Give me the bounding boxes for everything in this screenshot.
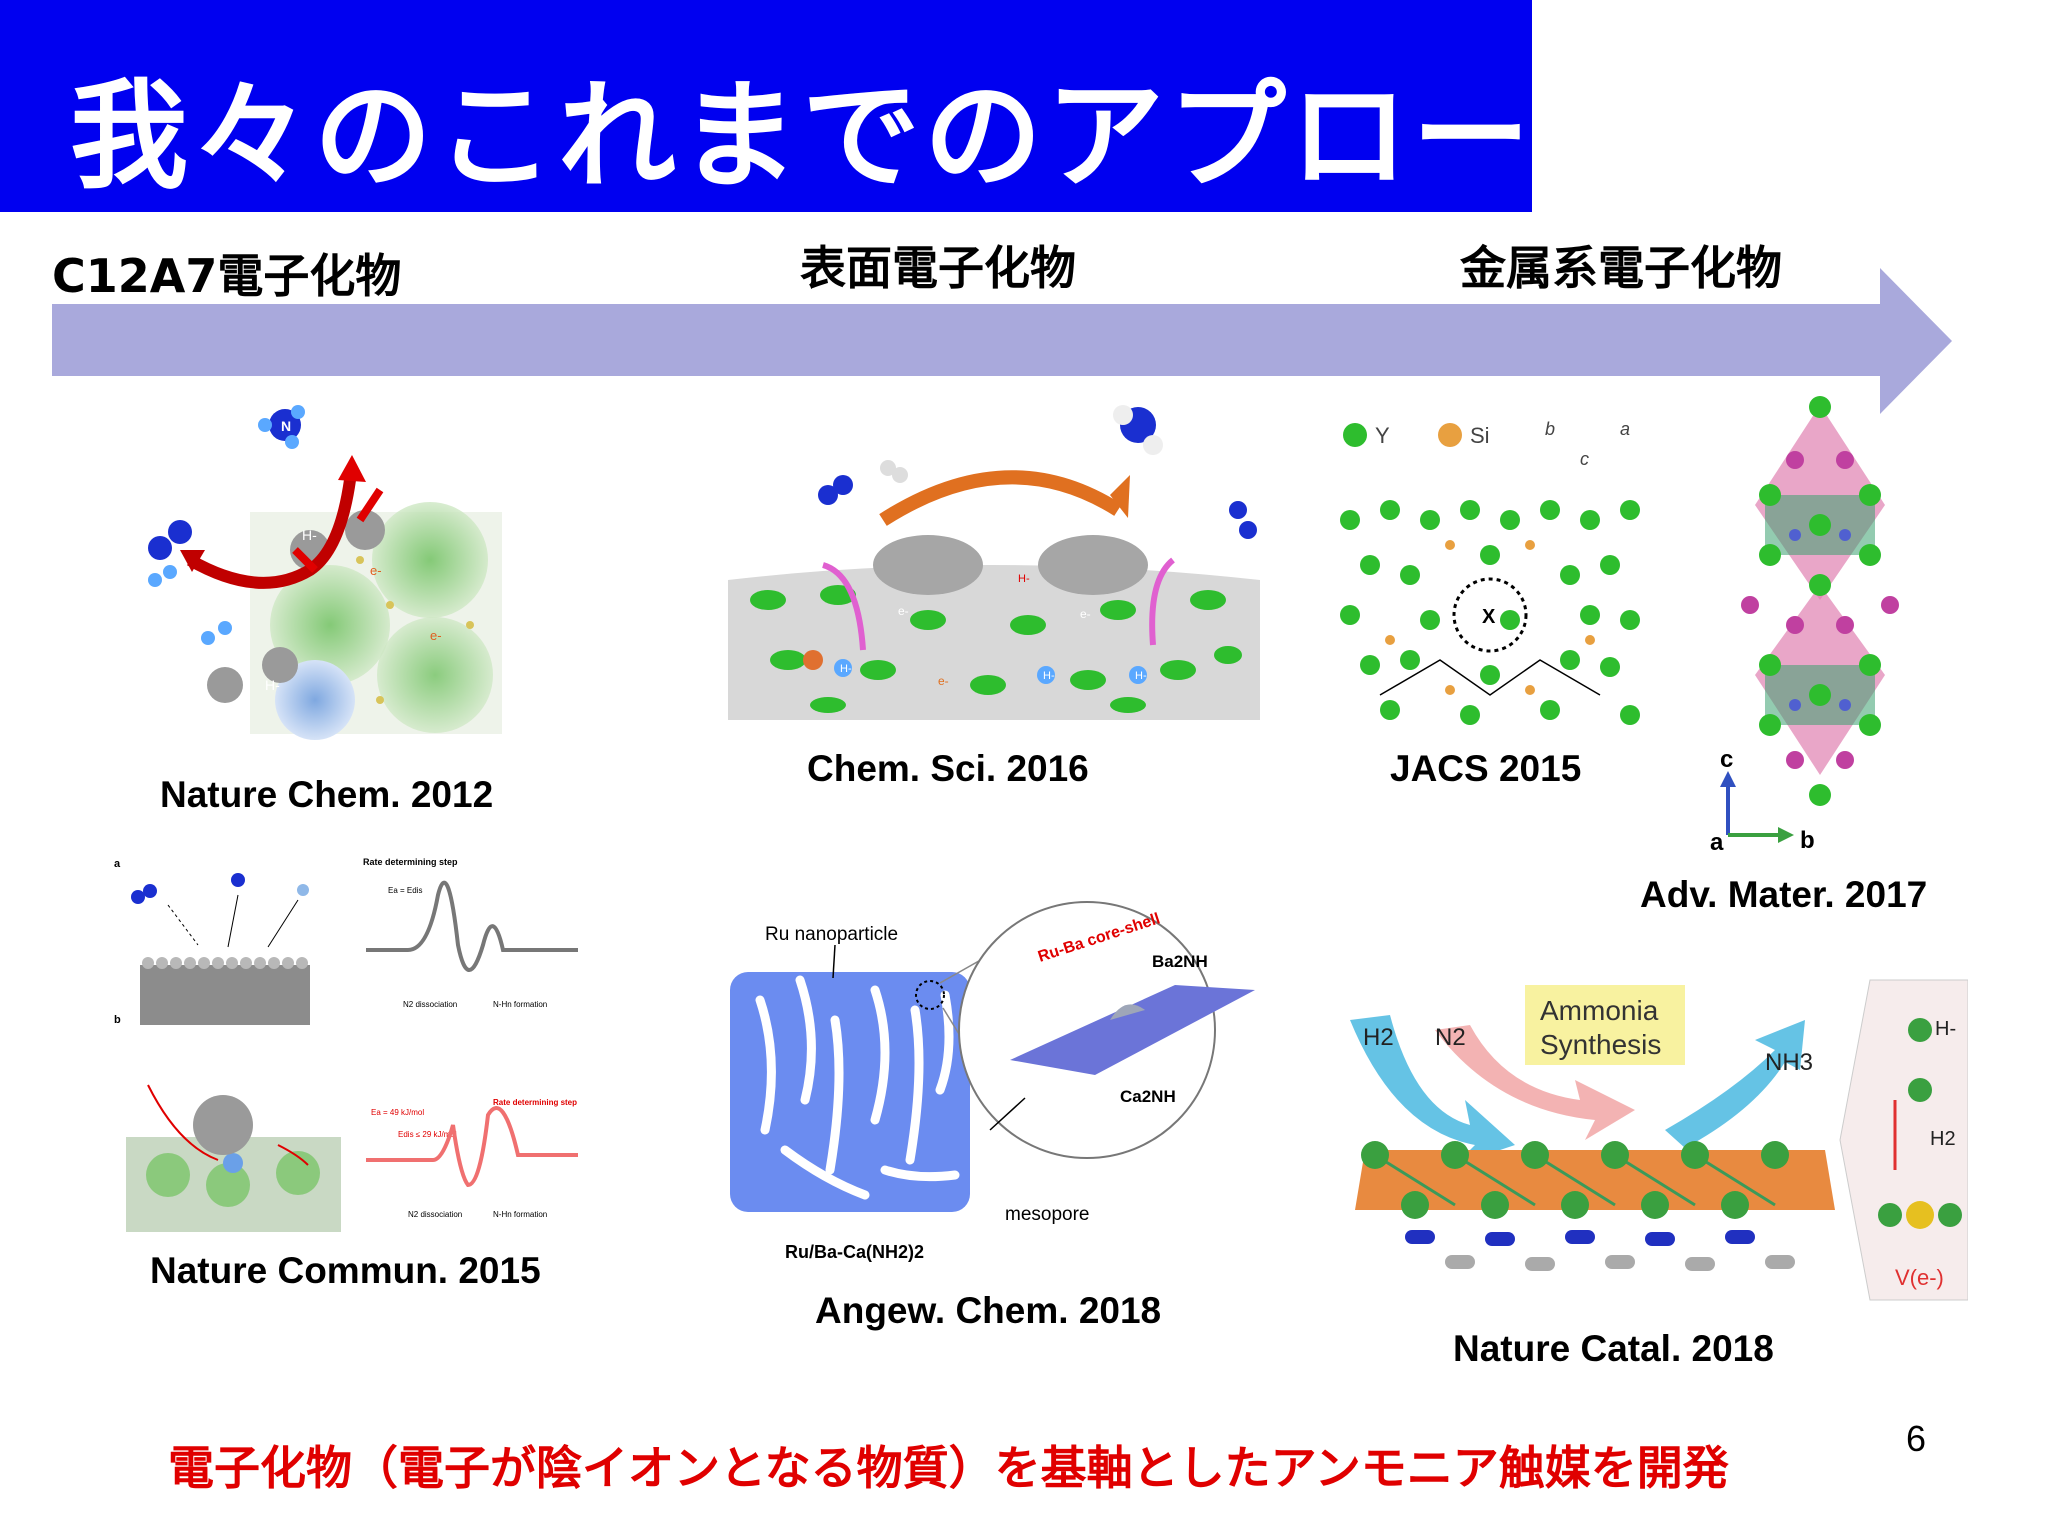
label-h-minus-2: H- [265,677,280,693]
natcatal-h2: H2 [1363,1024,1394,1051]
chemsci-h1: H- [840,663,852,675]
panel-b-label: b [114,1014,121,1026]
label-electron-1: e- [370,563,382,578]
natcatal-ve: V(e-) [1895,1265,1944,1290]
advmater-axis-a: a [1710,829,1724,855]
stage-label-c12a7: C12A7電子化物 [52,249,402,303]
stage-label-metal: 金属系電子化物 [1460,241,1782,295]
nh-form-top: N-Hn formation [493,1000,547,1009]
title-bar [0,0,1532,212]
panel-a-label: a [114,858,121,870]
natcatal-box-line2: Synthesis [1540,1029,1661,1060]
citation-chem-sci-2016: Chem. Sci. 2016 [807,748,1089,789]
chemsci-e1: e- [898,604,909,618]
jacs-axis-c: c [1580,449,1589,469]
natcatal-n2: N2 [1435,1024,1466,1051]
figure-jacs-2015: Y Si b a c X [1340,419,1640,725]
citation-angew-chem-2018: Angew. Chem. 2018 [815,1290,1162,1331]
citation-jacs-2015: JACS 2015 [1390,748,1582,789]
figure-nature-commun-2015: a Rate determining step Ea = Edis N2 dis… [114,857,578,1232]
edis-bottom: Edis ≤ 29 kJ/mol [398,1130,457,1139]
figure-nature-catal-2018: Ammonia Synthesis H2 N2 NH3 H- H2 V(e-) [1350,979,1968,1301]
citation-adv-mater-2017: Adv. Mater. 2017 [1640,874,1928,915]
figure-adv-mater-2017: c a b [1710,396,1899,855]
chemsci-h4: H- [1018,573,1030,585]
natcatal-box-line1: Ammonia [1540,995,1659,1026]
label-h-minus-1: H- [302,527,317,543]
jacs-legend-si: Si [1470,423,1490,448]
figure-chem-sci-2016: e- e- e- H- H- H- H- [728,405,1260,720]
jacs-legend-y: Y [1375,423,1390,448]
n2-diss-bottom: N2 dissociation [408,1210,462,1219]
n2-diss-top: N2 dissociation [403,1000,457,1009]
nh-form-bottom: N-Hn formation [493,1210,547,1219]
angew-mesopore: mesopore [1005,1204,1090,1225]
citation-nature-catal-2018: Nature Catal. 2018 [1453,1328,1774,1369]
rds-bottom: Rate determining step [493,1098,577,1107]
chemsci-h2: H- [1043,670,1055,682]
natcatal-h-minus: H- [1935,1018,1956,1040]
figure-nature-chem-2012: N H- H- e- e- [148,405,502,740]
citation-nature-commun-2015: Nature Commun. 2015 [150,1250,541,1291]
citation-nature-chem-2012: Nature Chem. 2012 [160,774,494,815]
angew-material: Ru/Ba-Ca(NH2)2 [785,1242,924,1262]
jacs-axis-b: b [1545,419,1555,439]
figure-angew-chem-2018: Ru nanoparticle Ru-Ba core-shell Ba2NH C… [730,901,1255,1262]
rds-top: Rate determining step [363,857,458,867]
jacs-axis-a: a [1620,419,1630,439]
label-n: N [281,418,291,434]
ea-top: Ea = Edis [388,886,422,895]
angew-ru-nanoparticle: Ru nanoparticle [765,924,898,945]
natcatal-nh3: NH3 [1765,1049,1813,1076]
natcatal-h2-right: H2 [1930,1128,1956,1150]
timeline-arrow [52,268,1952,414]
angew-ba2nh: Ba2NH [1152,952,1208,971]
advmater-axis-c: c [1720,746,1733,773]
jacs-site-x: X [1482,606,1496,628]
advmater-axis-b: b [1800,827,1815,854]
label-electron-2: e- [430,628,442,643]
chemsci-e2: e- [938,674,949,688]
footer-summary: 電子化物（電子が陰イオンとなる物質）を基軸としたアンモニア触媒を開発 [168,1441,1729,1495]
page-number: 6 [1906,1418,1927,1459]
slide-title: 我々のこれまでのアプローチ [70,67,1657,205]
ea-bottom: Ea = 49 kJ/mol [371,1108,424,1117]
chemsci-e3: e- [1080,607,1091,621]
angew-ca2nh: Ca2NH [1120,1087,1176,1106]
stage-label-surface: 表面電子化物 [800,241,1076,295]
chemsci-h3: H- [1135,670,1147,682]
